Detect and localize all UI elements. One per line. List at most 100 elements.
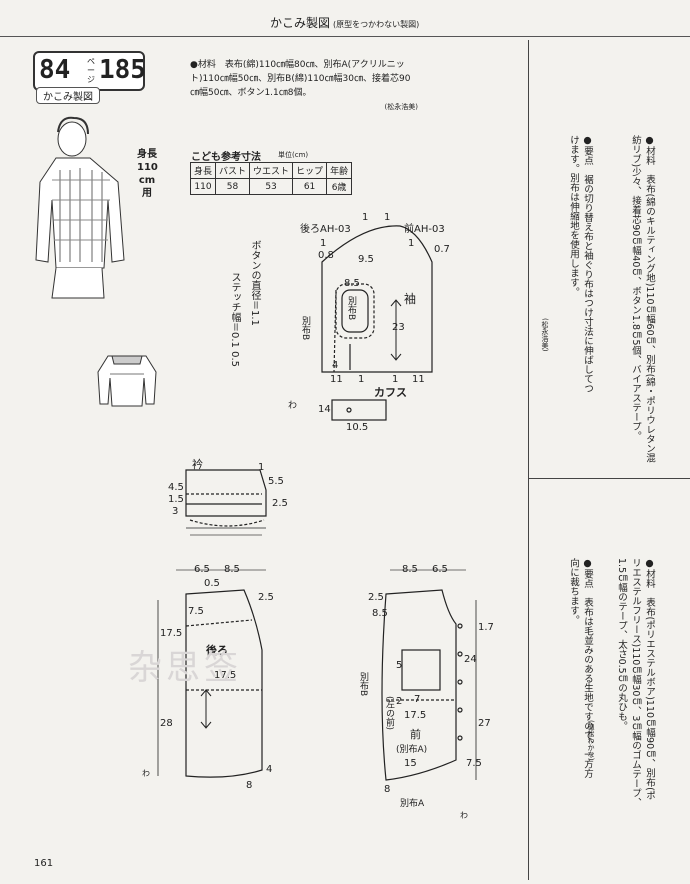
materials-body: ●材料 表布(綿)110㎝幅80㎝、別布A(アクリルニット)110㎝幅50㎝、別… — [190, 60, 411, 98]
dim: 17.5 — [404, 710, 427, 721]
dim: 11 — [412, 374, 425, 385]
label-cuffs: カフス — [374, 386, 407, 399]
page-title: かこみ製図(原型をつかわない製図) — [270, 14, 419, 31]
badge-number-2: 185 — [99, 55, 146, 85]
dim: 10.5 — [346, 422, 369, 433]
size-table-unit: 単位(cm) — [278, 151, 309, 159]
stitch-note: ステッチ幅＝0.1 0.5 — [229, 272, 240, 367]
dim: 8.5 — [372, 608, 388, 619]
label-fold-1: わ — [288, 401, 298, 411]
size-value: 58 — [215, 178, 251, 195]
dim: 8.5 — [402, 564, 418, 575]
dim: 4 — [266, 764, 273, 775]
dim: 1 — [358, 374, 365, 385]
label-back-ah: 後ろAH-03 — [300, 224, 351, 235]
label-fold-3: わ — [460, 811, 468, 820]
dim: 7.5 — [466, 758, 482, 769]
dim: 8 — [246, 780, 253, 791]
dim: 1 — [408, 238, 415, 249]
dim: 1 — [258, 462, 265, 473]
dim: 2.5 — [272, 498, 288, 509]
back-bodice-pattern — [157, 589, 263, 778]
dim: 15 — [404, 758, 417, 769]
right-note-2b: ●要点 表布は毛並みのある生地ですので、一方方向に裁ちます。 — [568, 558, 593, 778]
label-front: 前 — [410, 728, 421, 741]
dim: 8.5 — [224, 564, 240, 575]
size-table-title: こども参考寸法 — [191, 152, 261, 163]
dim: 1 — [320, 238, 327, 249]
dim: 5.5 — [268, 476, 284, 487]
right-note-1b: ●要点 裾の切り替え布と袖ぐり布はつけ寸法に伸ばしてつけます。別布は伸縮地を使用… — [568, 135, 593, 393]
dim: 0.7 — [434, 244, 450, 255]
dim: 7.5 — [188, 606, 204, 617]
right-credit-2: (植松わかな) — [587, 720, 595, 761]
watermark: 杂思签 — [128, 648, 242, 688]
badge-page-label: ページ — [87, 57, 95, 84]
dim: 0.8 — [318, 250, 334, 261]
dim: 8 — [384, 784, 391, 795]
label-fold-2: わ — [142, 769, 150, 778]
dim: 23 — [392, 322, 405, 333]
dim: 14 — [318, 404, 331, 415]
dim: 24 — [464, 654, 477, 665]
back-view-illustration — [97, 355, 157, 407]
dim: 4 — [332, 360, 339, 371]
label-front-ah: 前AH-03 — [404, 224, 445, 235]
dim: 6.5 — [432, 564, 448, 575]
dim: 7 — [414, 694, 421, 705]
label-fabric-b-front: 別布B — [358, 672, 368, 697]
cuff-pattern — [331, 399, 387, 421]
label-back: 後ろ — [206, 644, 228, 657]
size-table-value-row: 110 58 53 61 6歳 — [189, 178, 353, 195]
column-divider — [528, 40, 529, 880]
button-note: ボタンの直径＝1.1 — [249, 240, 260, 326]
materials-credit-wrap: (松永浩美) — [190, 100, 418, 114]
size-value: 6歳 — [326, 178, 353, 195]
right-credit-1: (松永浩美) — [541, 318, 549, 352]
dim: 4.5 — [168, 482, 184, 493]
label-left-front: (左の前) — [384, 696, 394, 731]
dim: 28 — [160, 718, 173, 729]
label-fabric-a: (別布A) — [396, 745, 428, 755]
collar-pattern — [185, 469, 267, 529]
dim: 2.5 — [258, 592, 274, 603]
materials-credit: (松永浩美) — [384, 103, 418, 111]
dim: 1.7 — [478, 622, 494, 633]
size-value: 110 — [189, 178, 217, 195]
right-note-1: ●材料 表布(綿のキルティング地)110㎝幅60㎝、別布(綿・ポリウレタン混紡リ… — [630, 135, 655, 463]
dim: 9.5 — [358, 254, 374, 265]
page-ref-badge: 84 ページ 185 — [33, 51, 146, 91]
sleeve-pattern — [321, 225, 433, 373]
header-bar — [0, 12, 690, 37]
dim: 6.5 — [194, 564, 210, 575]
dim: 11 — [330, 374, 343, 385]
front-bodice-pattern — [381, 589, 477, 781]
dimension-lines — [176, 534, 466, 571]
dim: 5 — [396, 660, 403, 671]
dim: 2 — [396, 696, 403, 707]
height-label: 身長 110 cm 用 — [137, 149, 158, 199]
label-fabric-a-2: 別布A — [400, 799, 425, 809]
dim: 27 — [478, 718, 491, 729]
size-table: 身長 バスト ウエスト ヒップ 年齢 110 58 53 61 6歳 — [189, 162, 353, 195]
boy-illustration — [35, 116, 125, 299]
dim: 1 — [392, 374, 399, 385]
dim: 0.5 — [204, 578, 220, 589]
dim: 2.5 — [368, 592, 384, 603]
dim: 3 — [172, 506, 179, 517]
header-title-text: かこみ製図 — [270, 16, 331, 30]
dim: 17.5 — [160, 628, 183, 639]
dim: 1.5 — [168, 494, 184, 505]
size-value: 53 — [249, 178, 294, 195]
badge-number: 84 — [39, 55, 71, 85]
dim: 1 — [384, 212, 391, 223]
label-collar: 衿 — [192, 458, 203, 471]
header-subtitle: (原型をつかわない製図) — [333, 20, 420, 29]
section-divider — [528, 478, 690, 479]
label-sleeve: 袖 — [404, 292, 417, 306]
right-note-2: ●材料 表布(ポリエステルボア)110㎝幅90㎝、別布(ポリエステルフリース)1… — [616, 558, 655, 807]
page-number: 161 — [34, 858, 54, 869]
dim: 17.5 — [214, 670, 237, 681]
label-fabric-b-sleeve: 別布B — [346, 296, 356, 321]
